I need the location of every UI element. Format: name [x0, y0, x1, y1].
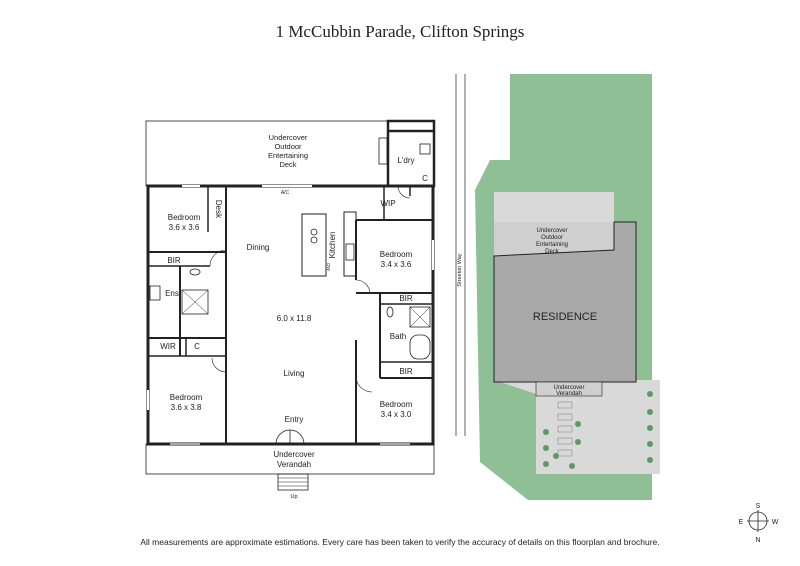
- kitchen-island: [301, 213, 327, 277]
- cupboard-label-wir: C: [194, 342, 200, 351]
- compass-w-label: W: [772, 519, 779, 526]
- site-deck-label-3: Entertaining: [536, 242, 568, 248]
- bedroom-sw-label: Bedroom: [170, 393, 203, 402]
- dining-label: Dining: [247, 243, 270, 252]
- compass-e-label: E: [739, 519, 744, 526]
- compass-n-label: N: [755, 537, 760, 544]
- bedroom-sw-size: 3.6 x 3.8: [171, 403, 202, 412]
- residence-label: RESIDENCE: [533, 311, 597, 323]
- site-deck: [494, 222, 614, 256]
- bir-label-nw: BIR: [167, 256, 181, 265]
- wip-label: WIP: [380, 199, 395, 208]
- front-verandah-outline: [145, 443, 435, 475]
- kitchen-label: Kitchen: [328, 232, 337, 259]
- kitchen-bench: [343, 211, 357, 277]
- wir-label: WIR: [160, 342, 176, 351]
- site-deck-label-4: Deck: [545, 249, 560, 255]
- desk-label: Desk: [214, 200, 223, 219]
- entry-label: Entry: [285, 415, 304, 424]
- bedroom-ne-size: 3.4 x 3.6: [381, 260, 412, 269]
- bir-label-ne: BIR: [399, 294, 413, 303]
- up-label: Up: [290, 494, 297, 500]
- page-title: 1 McCubbin Parade, Clifton Springs: [275, 22, 525, 41]
- verandah-label-1: Undercover: [273, 450, 315, 459]
- bedroom-se-label: Bedroom: [380, 400, 413, 409]
- ac-label: A/C: [281, 190, 290, 196]
- compass: S N E W: [739, 503, 779, 544]
- deck-label-2: Outdoor: [274, 142, 302, 151]
- disclaimer: All measurements are approximate estimat…: [140, 537, 660, 547]
- floorplan: [145, 119, 436, 491]
- site-verandah: [535, 381, 603, 397]
- bedroom-nw-size: 3.6 x 3.6: [169, 223, 200, 232]
- verandah-label-2: Verandah: [277, 460, 311, 469]
- living-label: Living: [284, 369, 305, 378]
- dishwasher-label: DW: [326, 263, 331, 271]
- site-verandah-label-2: Verandah: [556, 391, 582, 397]
- siteplan: Streeton Way: [455, 74, 660, 500]
- deck-label-3: Entertaining: [268, 151, 308, 160]
- cupboard-label-laundry: C: [422, 174, 428, 183]
- deck-label-4: Deck: [279, 160, 296, 169]
- residence-footprint: [493, 221, 637, 383]
- deck-label-1: Undercover: [269, 133, 308, 142]
- bedroom-ne-label: Bedroom: [380, 250, 413, 259]
- bir-label-se: BIR: [399, 367, 413, 376]
- ensuite-label: Ens: [165, 289, 179, 298]
- site-deck-label-1: Undercover: [536, 228, 567, 234]
- street-label: Streeton Way: [457, 253, 463, 286]
- compass-s-label: S: [756, 503, 761, 510]
- bedroom-nw-label: Bedroom: [168, 213, 201, 222]
- site-deck-label-2: Outdoor: [541, 235, 563, 241]
- main-size-label: 6.0 x 11.8: [277, 314, 312, 323]
- site-verandah-label-1: Undercover: [553, 385, 584, 391]
- laundry-label: L'dry: [397, 156, 414, 165]
- bath-label: Bath: [390, 332, 406, 341]
- bedroom-se-size: 3.4 x 3.0: [381, 410, 412, 419]
